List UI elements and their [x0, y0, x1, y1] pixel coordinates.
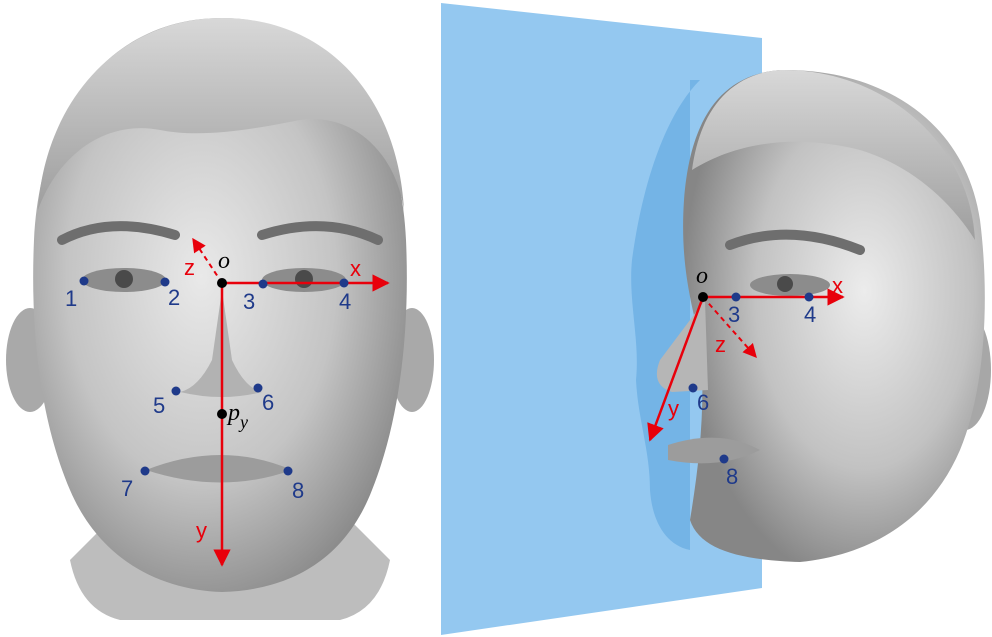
landmark-8	[284, 467, 293, 476]
landmark-7	[141, 467, 150, 476]
z-axis-label-right: z	[715, 332, 726, 357]
landmark-8-rotated	[720, 455, 729, 464]
landmark-3-rotated-label: 3	[728, 302, 740, 327]
x-axis-label-right: x	[832, 273, 843, 298]
z-axis-label-left: z	[184, 255, 195, 280]
iris-right	[295, 270, 313, 288]
x-axis-label-left: x	[350, 256, 361, 281]
landmark-5	[172, 387, 181, 396]
landmark-4-rotated	[805, 293, 814, 302]
landmark-8-label: 8	[292, 478, 304, 503]
y-axis-label-right: y	[668, 396, 679, 421]
frontal-face	[6, 18, 434, 620]
landmark-4-rotated-label: 4	[804, 302, 816, 327]
origin-label-left: o	[218, 248, 230, 274]
origin-point-left	[217, 278, 227, 288]
landmark-6-rotated-label: 6	[697, 390, 709, 415]
py-point	[217, 409, 227, 419]
landmark-4	[340, 279, 349, 288]
py-label-main: p	[226, 400, 240, 426]
landmark-3	[259, 280, 268, 289]
landmark-1	[80, 277, 89, 286]
landmark-8-rotated-label: 8	[726, 464, 738, 489]
landmark-2-label: 2	[168, 285, 180, 310]
iris-left	[115, 270, 133, 288]
landmark-3-label: 3	[243, 289, 255, 314]
origin-point-right	[698, 292, 708, 302]
landmark-4-label: 4	[339, 289, 351, 314]
y-axis-label-left: y	[196, 518, 207, 543]
origin-label-right: o	[696, 263, 708, 289]
iris-rotated	[777, 276, 793, 292]
landmark-1-label: 1	[65, 286, 77, 311]
py-label-sub: y	[238, 412, 248, 432]
landmark-3-rotated	[732, 293, 741, 302]
landmark-7-label: 7	[121, 476, 133, 501]
landmark-5-label: 5	[153, 393, 165, 418]
landmark-6-label: 6	[262, 390, 274, 415]
